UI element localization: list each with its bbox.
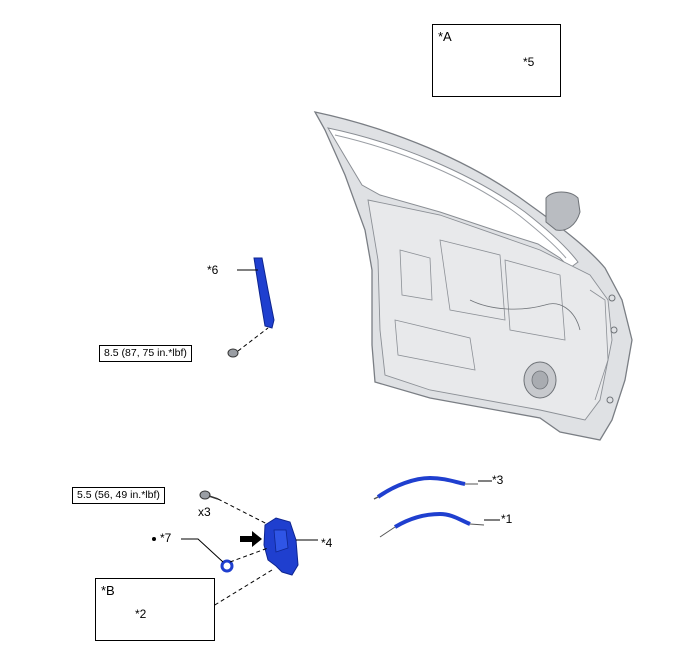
callout-5: *5: [523, 55, 535, 69]
inset-b-label: *B: [101, 583, 115, 598]
inset-a-label: *A: [438, 29, 452, 44]
cable-3: [373, 475, 492, 500]
bolt-6: [227, 327, 269, 358]
callout-6: *6: [207, 263, 219, 277]
screws-x3: [199, 490, 274, 528]
torque-spec-screw: 5.5 (56, 49 in.*lbf): [72, 487, 165, 504]
door-assembly: [313, 111, 633, 441]
callout-7: *7: [160, 531, 172, 545]
door-lock-assembly: [263, 517, 318, 576]
callout-2: *2: [135, 607, 147, 621]
callout-4: *4: [321, 536, 333, 550]
callout-3: *3: [492, 473, 504, 487]
direction-arrow: [240, 531, 262, 547]
rear-lower-sash-part: [237, 257, 275, 329]
callout-1: *1: [501, 512, 513, 526]
torque-spec-bolt: 8.5 (87, 75 in.*lbf): [99, 345, 192, 362]
inset-b: *B: [95, 578, 215, 641]
inset-a: *A: [432, 24, 561, 97]
leader-b: [204, 569, 273, 612]
cable-1: [379, 511, 500, 538]
quantity-x3: x3: [198, 505, 211, 519]
washer-7: [152, 537, 269, 573]
